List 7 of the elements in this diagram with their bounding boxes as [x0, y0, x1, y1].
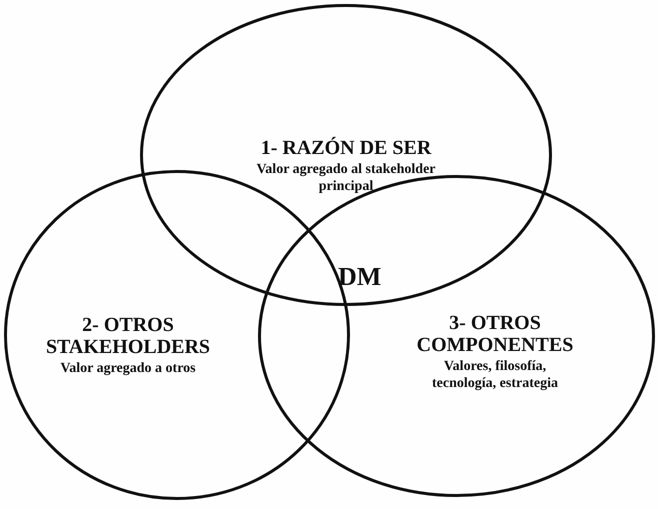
circle-heading: 3- OTROS COMPONENTES [416, 312, 574, 356]
center-label: DM [338, 262, 382, 292]
circle-heading: 2- OTROS STAKEHOLDERS [44, 314, 212, 358]
circle-description: Valores, filosofía, tecnología, estrategia [431, 358, 559, 392]
circle-heading: 1- RAZÓN DE SER [260, 137, 432, 159]
circle-description: Valor agregado al stakeholder principal [255, 161, 437, 195]
circle-description: Valor agregado a otros [60, 360, 196, 377]
